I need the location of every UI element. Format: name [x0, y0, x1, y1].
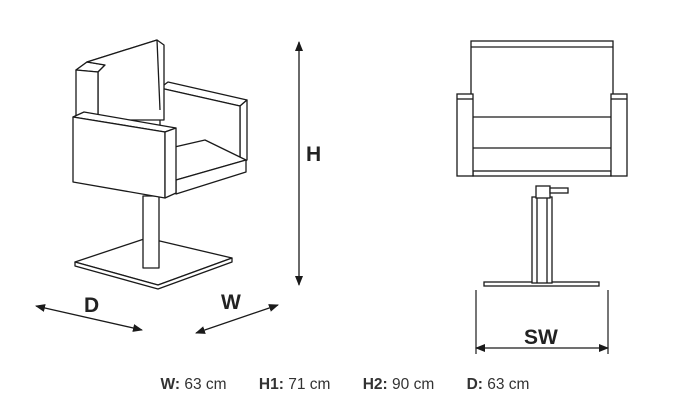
- height-letter: H: [306, 143, 321, 166]
- chair-technical-drawing: H D W SW: [35, 39, 628, 354]
- right-armrest-side: [239, 99, 248, 166]
- spec-width: W: 63 cm: [160, 376, 227, 393]
- spec-depth: D: 63 cm: [466, 376, 530, 393]
- left-armrest-front: [72, 116, 166, 199]
- front-backrest: [470, 40, 614, 172]
- depth-dimension-line: [35, 304, 143, 332]
- spec-height-1: H1: 71 cm: [258, 376, 331, 393]
- depth-letter: D: [84, 294, 99, 317]
- front-lever: [549, 187, 569, 194]
- seat-width-letter: SW: [524, 326, 558, 349]
- chair-isometric-view: [72, 39, 248, 290]
- width-dimension-line: [195, 304, 279, 334]
- pillar: [142, 195, 160, 269]
- left-armrest-side: [164, 127, 177, 199]
- front-pillar: [531, 196, 553, 284]
- dimension-specs: W: 63 cm H1: 71 cm H2: 90 cm D: 63 cm: [0, 376, 690, 402]
- front-left-armrest: [456, 93, 474, 177]
- chair-front-view: [456, 40, 628, 287]
- front-lever-housing: [535, 185, 551, 199]
- base-plate-edge: [74, 257, 233, 290]
- width-letter: W: [221, 291, 241, 314]
- spec-height-2: H2: 90 cm: [362, 376, 435, 393]
- front-right-armrest: [610, 93, 628, 177]
